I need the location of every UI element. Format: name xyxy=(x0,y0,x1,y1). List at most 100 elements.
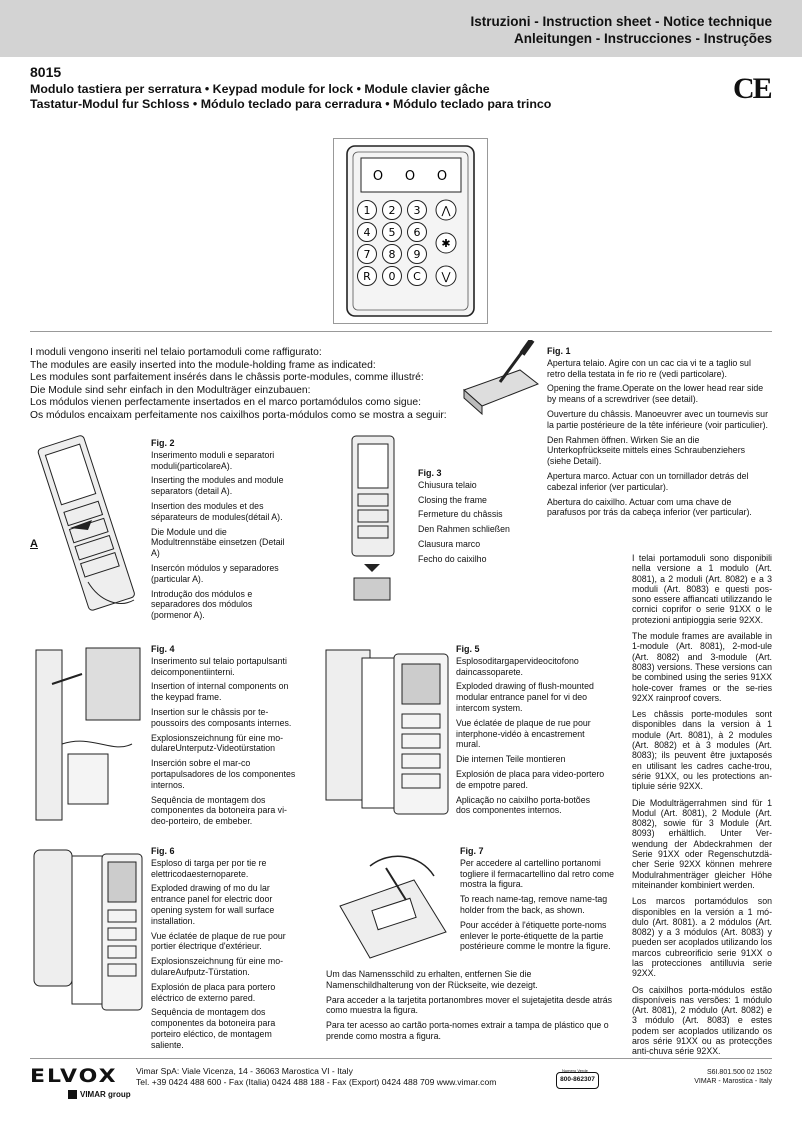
fig7-illustration xyxy=(339,855,447,959)
fig5-text: Esplosoditargapervideocitofono daincasso… xyxy=(456,655,579,677)
vimar-group-label: VIMAR group xyxy=(80,1090,131,1099)
fig3-title: Fig. 3 xyxy=(418,468,442,478)
section-divider xyxy=(30,331,772,332)
keypad-key-label: 1 xyxy=(364,204,371,217)
fig1-text: Opening the frame.Operate on the lower h… xyxy=(547,383,764,405)
fig4-caption: Fig. 4 Inserimento sul telaio portapulsa… xyxy=(151,644,297,827)
header-languages-line1: Istruzioni - Instruction sheet - Notice … xyxy=(470,14,772,29)
fig1-caption: Fig. 1 Apertura telaio. Agire con un cac… xyxy=(547,346,769,518)
contacts-line: Tel. +39 0424 488 600 - Fax (Italia) 042… xyxy=(136,1077,497,1087)
fig6-illustration xyxy=(33,849,143,1011)
intro-line: Die Module sind sehr einfach in den Modu… xyxy=(30,384,311,396)
fig1-title: Fig. 1 xyxy=(547,346,571,356)
product-code: 8015 xyxy=(30,64,62,80)
fig1-text: Ouverture du châssis. Manoeuvrer avec un… xyxy=(547,408,769,430)
fig3-text: Closing the frame xyxy=(418,494,487,505)
fig4-text: Inserción sobre el mar-co portapulsadore… xyxy=(151,758,296,790)
fig7-wide-text: Um das Namensschild zu erhalten, entfern… xyxy=(326,969,538,990)
intro-line: Los módulos vienen perfectamente inserta… xyxy=(30,397,421,408)
toll-free-number-badge: 800-862307 xyxy=(556,1072,599,1089)
fig5-text: Die internen Teile montieren xyxy=(456,754,566,765)
fig6-text: Esploso di targa per por tie re elettric… xyxy=(151,857,267,879)
document-code: S6I.801.500 02 1502 xyxy=(706,1069,772,1076)
keypad-up-icon-glyph: ⋀ xyxy=(440,204,451,217)
fig7-text: Pour accéder à l'étiquette porte-noms en… xyxy=(460,919,611,952)
address-line: Vimar SpA: Viale Vicenza, 14 - 36063 Mar… xyxy=(136,1066,353,1076)
fig4-text: Sequência de montagem dos componentes da… xyxy=(151,794,287,827)
fig6-text: Sequência de montagem dos componentes da… xyxy=(151,1007,276,1050)
keypad-key-label: 9 xyxy=(414,248,421,261)
fig1-text: Abertura do caixilho. Actuar com uma cha… xyxy=(547,496,752,518)
fig2-text: Insercón módulos y separadores (particul… xyxy=(151,562,279,584)
keypad-key-label: 4 xyxy=(364,226,371,239)
fig1-illustration xyxy=(463,340,539,416)
fig5-text: Explosión de placa para video-portero de… xyxy=(456,768,605,790)
keypad-key-label: 2 xyxy=(389,204,396,217)
fig4-text: Inserimento sul telaio portapulsanti dei… xyxy=(151,655,287,677)
fig2-callout-label: A xyxy=(30,538,38,550)
footer-divider xyxy=(30,1058,772,1059)
fig4-text: Explosionszeichnung für eine mo-dulareUn… xyxy=(151,732,284,754)
fig7-wide-caption: Um das Namensschild zu erhalten, entfern… xyxy=(326,968,618,1042)
fig7-text: Per accedere al cartellino portanomi tog… xyxy=(460,857,615,890)
keypad-key-label: C xyxy=(413,270,421,283)
keypad-key-label: 8 xyxy=(389,248,396,261)
fig1-text: Apertura marco. Actuar con un tornillado… xyxy=(547,470,749,492)
intro-line: I moduli vengono inseriti nel telaio por… xyxy=(30,347,322,358)
fig4-text: Insertion sur le châssis por te-poussoir… xyxy=(151,706,292,728)
fig3-text: Fermeture du châssis xyxy=(418,509,503,520)
fig3-text: Chiusura telaio xyxy=(418,479,477,490)
keypad-key-label: 0 xyxy=(389,270,396,283)
elvox-wordmark: ELVOX xyxy=(30,1065,118,1088)
keypad-key-4 xyxy=(357,222,377,242)
ce-mark: CE xyxy=(733,72,773,105)
keypad-up-icon xyxy=(435,199,457,221)
header-languages-line2: Anleitungen - Instrucciones - Instruções xyxy=(513,31,772,46)
fig5-text: Vue éclatée de plaque de rue pour interp… xyxy=(456,717,591,750)
fig3-text: Fecho do caixilho xyxy=(418,553,487,564)
fig2-title: Fig. 2 xyxy=(151,438,175,448)
fig1-text: Apertura telaio. Agire con un cac cia vi… xyxy=(547,357,751,379)
keypad-key-label: 7 xyxy=(364,248,371,261)
product-titles: Modulo tastiera per serratura • Keypad m… xyxy=(30,82,551,112)
fig1-text: Den Rahmen öffnen. Wirken Sie an die Unt… xyxy=(547,434,746,467)
keypad-key-label: 5 xyxy=(389,226,396,239)
body-paragraph: The module frames are available in 1-mod… xyxy=(632,631,772,703)
fig2-caption: Fig. 2 Inserimento moduli e separatori m… xyxy=(151,438,293,621)
keypad-key-6 xyxy=(407,222,427,242)
keypad-key-2 xyxy=(382,200,402,220)
intro-line: Os módulos encaixam perfeitamente nos ca… xyxy=(30,409,447,421)
body-paragraph: Die Modulträgerrahmen sind für 1 Modul (… xyxy=(632,797,772,890)
fig5-text: Aplicação no caixilho porta-botões dos c… xyxy=(456,794,590,816)
body-paragraph: Los marcos portamódulos son disponibles … xyxy=(632,896,772,979)
fig6-caption: Fig. 6 Esploso di targa per por tie re e… xyxy=(151,846,299,1051)
body-paragraph: Os caixilhos porta-módulos estão disponí… xyxy=(632,984,772,1057)
keypad-key-8 xyxy=(382,244,402,264)
fig7-title: Fig. 7 xyxy=(460,846,484,856)
header-band xyxy=(0,0,802,57)
fig2-text: Die Module und die Modultrennstäbe einse… xyxy=(151,526,285,559)
keypad-star-icon-glyph: ✱ xyxy=(441,237,450,250)
fig3-text: Clausura marco xyxy=(418,538,481,549)
fig6-text: Explosión de placa para portero eléctric… xyxy=(151,981,276,1003)
product-title-line1: Modulo tastiera per serratura • Keypad m… xyxy=(30,82,490,96)
keypad-key-5 xyxy=(382,222,402,242)
keypad-key-0 xyxy=(382,266,402,286)
fig7-text: To reach name-tag, remove name-tag holde… xyxy=(460,894,608,915)
fig6-text: Explosionszeichnung für eine mo-dulareAu… xyxy=(151,956,284,977)
keypad-key-9 xyxy=(407,244,427,264)
company-address: Vimar SpA: Viale Vicenza, 14 - 36063 Mar… xyxy=(136,1066,496,1088)
fig4-illustration xyxy=(35,647,141,821)
keypad-key-1 xyxy=(357,200,377,220)
keypad-down-icon-glyph: ⋁ xyxy=(440,270,451,283)
fig4-title: Fig. 4 xyxy=(151,644,175,654)
fig5-title: Fig. 5 xyxy=(456,644,480,654)
intro-line: Les modules sont parfaitement insérés da… xyxy=(30,372,424,383)
fig2-text: Inserimento moduli e separatori moduli(p… xyxy=(151,449,275,471)
fig6-text: Exploded drawing of mo du lar entrance p… xyxy=(151,883,275,926)
intro-line: The modules are easily inserted into the… xyxy=(30,359,376,371)
fig5-text: Exploded drawing of flush-mounted modula… xyxy=(456,681,594,713)
intro-text: I moduli vengono inseriti nel telaio por… xyxy=(30,347,447,422)
body-paragraph: I telai portamoduli sono disponibili nel… xyxy=(632,553,772,625)
